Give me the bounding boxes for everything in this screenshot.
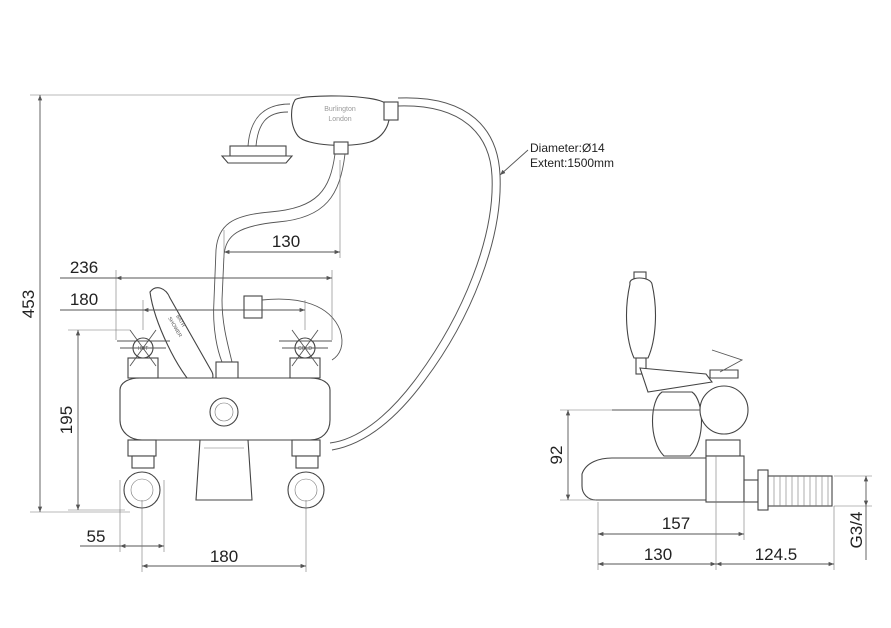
- handle-label-hot: HOT: [138, 346, 149, 352]
- dim-handle-spacing-top: 180: [70, 290, 98, 309]
- front-view: Burlington London SHOWER BATH: [19, 94, 614, 572]
- lever-label-bath: BATH: [174, 314, 186, 329]
- dim-centres: 180: [210, 547, 238, 566]
- mounting-legs: [123, 439, 325, 509]
- handset-brand-line1: Burlington: [324, 106, 356, 113]
- dim-width-overall: 236: [70, 258, 98, 277]
- handset-brand-line2: London: [328, 116, 351, 123]
- side-tail: [743, 469, 833, 511]
- dim-cradle-offset: 130: [272, 232, 300, 251]
- dim-height-total: 453: [19, 290, 38, 318]
- front-dimension-lines: [30, 94, 529, 572]
- side-body: [612, 349, 749, 457]
- hose-extent-note: Extent:1500mm: [530, 156, 614, 170]
- hose-connector: [243, 295, 343, 361]
- handle-label-cold: COLD: [298, 346, 312, 352]
- hose-diameter-note: Diameter:Ø14: [530, 141, 605, 155]
- dim-spout-height: 92: [547, 446, 566, 465]
- side-spout: [581, 455, 745, 503]
- shower-hose: [329, 97, 501, 451]
- dim-leg-height: 55: [87, 527, 106, 546]
- dim-tail-length: 124.5: [755, 545, 798, 564]
- tap-body: [119, 377, 331, 501]
- diverter-lever: SHOWER BATH: [149, 287, 214, 390]
- cold-handle: COLD: [279, 329, 332, 379]
- side-lever: [626, 271, 656, 375]
- hot-handle: HOT: [117, 329, 170, 379]
- dim-thread: G3/4: [847, 512, 866, 549]
- shower-handset: Burlington London: [220, 95, 399, 164]
- side-view: 92 157 130 124.5 G3/4: [547, 271, 872, 570]
- dim-valve-height: 195: [57, 406, 76, 434]
- side-dimension-lines: [560, 409, 872, 570]
- dim-spout-reach: 157: [662, 514, 690, 533]
- dim-body-to-spout: 130: [644, 545, 672, 564]
- cradle-arm: [213, 153, 346, 383]
